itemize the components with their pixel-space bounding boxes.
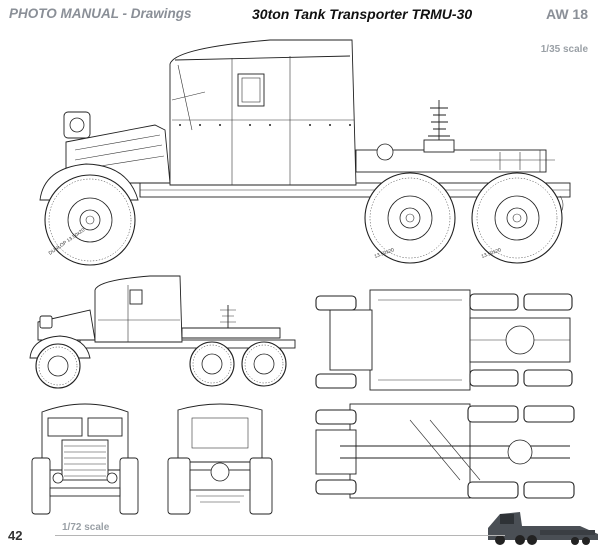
small-rear-wheel-1 bbox=[189, 341, 235, 387]
small-front-wheel bbox=[35, 343, 81, 389]
scale-label-small: 1/72 scale bbox=[62, 522, 110, 533]
publication-code: AW 18 bbox=[545, 6, 588, 22]
large-rear-wheel-2 bbox=[471, 172, 563, 264]
large-rear-wheel-1 bbox=[364, 172, 456, 264]
small-rear-wheel-2 bbox=[241, 341, 287, 387]
footer-rule bbox=[55, 535, 505, 536]
scale-label-large: 1/35 scale bbox=[540, 44, 588, 55]
large-front-wheel bbox=[44, 174, 136, 266]
section-title: PHOTO MANUAL - Drawings bbox=[9, 6, 192, 21]
page-title: 30ton Tank Transporter TRMU-30 bbox=[252, 6, 473, 22]
page-number: 42 bbox=[8, 528, 23, 543]
